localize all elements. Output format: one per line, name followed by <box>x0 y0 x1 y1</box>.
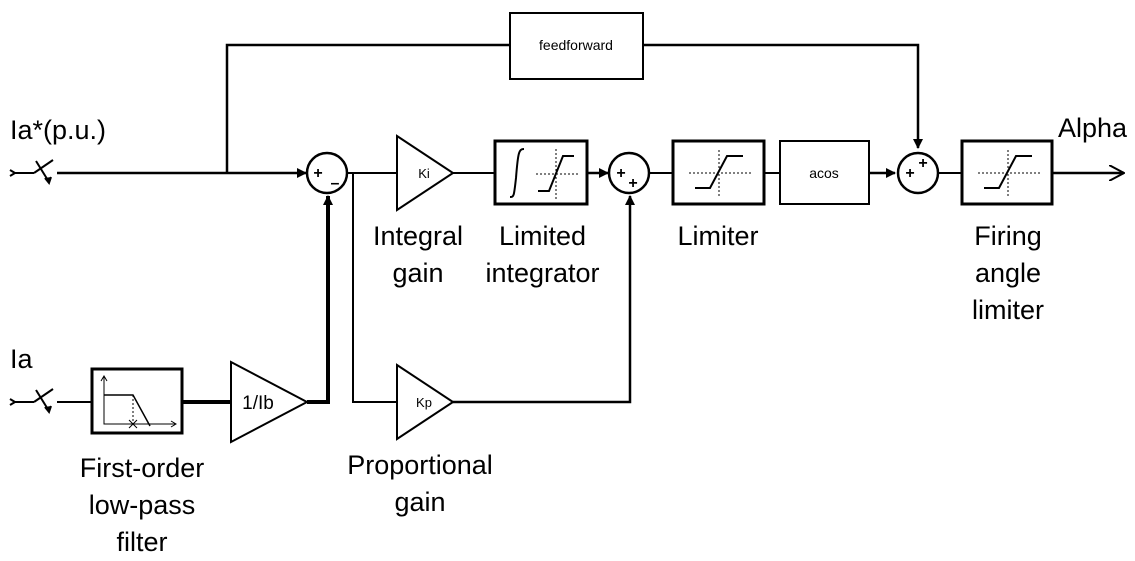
svg-text:+: + <box>313 165 322 182</box>
limited-integrator-label: Limited integrator <box>485 221 600 288</box>
feedforward-block: feedforward <box>509 12 644 80</box>
proportional-gain-label: Proportional gain <box>347 450 493 517</box>
limiter-label: Limiter <box>677 221 759 251</box>
inverse-ib-gain-block: 1/Ib <box>230 360 310 444</box>
input-ia-label: Ia <box>10 344 33 374</box>
firing-angle-limiter-label: Firing angle limiter <box>972 221 1044 325</box>
acos-label: acos <box>809 165 839 181</box>
integral-gain-label: Integral gain <box>372 221 464 288</box>
output-alpha-label: Alpha <box>1058 113 1128 143</box>
kp-label: Kp <box>416 395 432 410</box>
switch-ia <box>9 388 54 415</box>
lowpass-filter-block <box>90 367 184 435</box>
sum-junction-error: + – <box>305 151 349 195</box>
firing-angle-limiter-block <box>960 139 1054 206</box>
svg-text:–: – <box>331 175 340 192</box>
sum-junction-pi: + + <box>607 151 651 195</box>
input-ia-ref-label: Ia*(p.u.) <box>10 115 107 145</box>
limited-integrator-block <box>493 139 589 206</box>
svg-text:+: + <box>905 165 914 182</box>
sum-junction-feedforward: + + <box>896 151 940 195</box>
signal-wires <box>57 43 1124 404</box>
feedforward-label: feedforward <box>539 37 613 53</box>
svg-text:+: + <box>628 175 637 192</box>
inv-ib-label: 1/Ib <box>242 393 274 414</box>
svg-text:+: + <box>616 165 625 182</box>
switch-ia-ref <box>9 159 54 186</box>
ki-label: Ki <box>418 166 430 181</box>
svg-text:+: + <box>918 155 927 172</box>
ki-gain-block: Ki <box>396 134 455 212</box>
limiter-block <box>671 139 766 206</box>
kp-gain-block: Kp <box>396 363 455 441</box>
acos-block: acos <box>779 140 870 205</box>
lowpass-filter-label: First-order low-pass filter <box>79 453 205 557</box>
